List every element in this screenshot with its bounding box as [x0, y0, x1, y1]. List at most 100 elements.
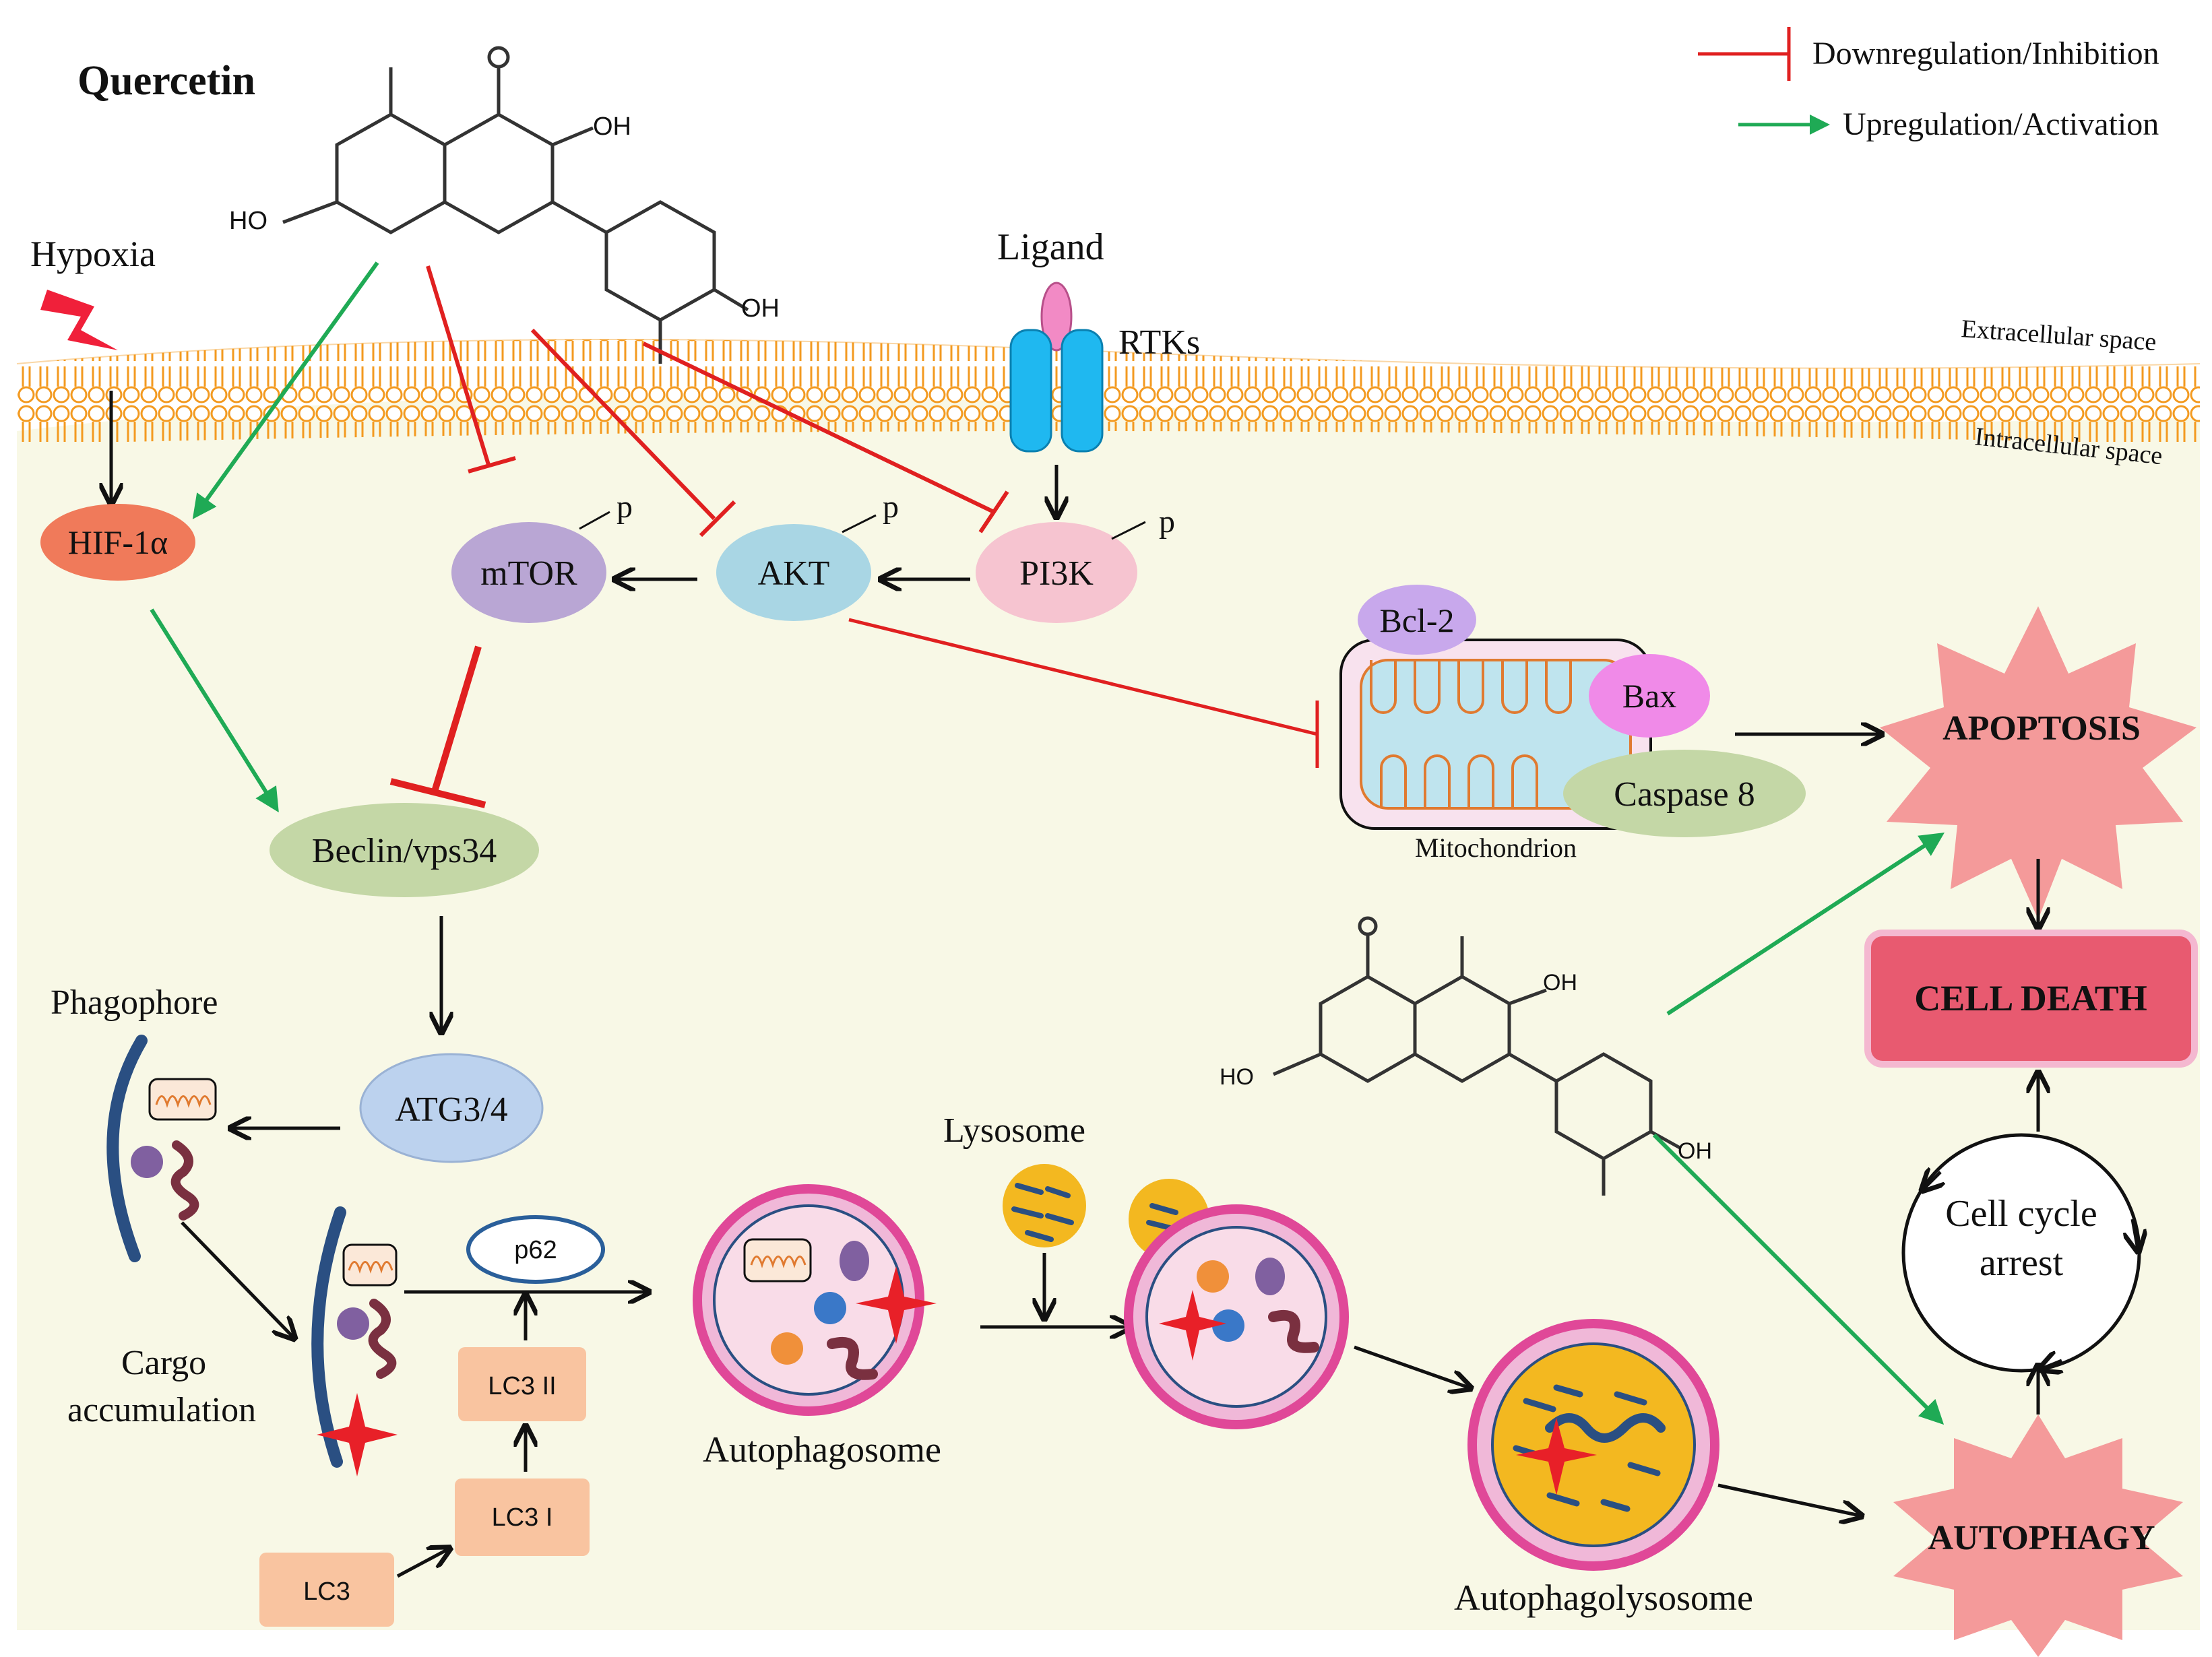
cell-cycle-label-2: arrest — [1980, 1242, 2064, 1284]
apoptosis-burst — [1880, 606, 2197, 919]
quercetin-structure-bottom — [1273, 916, 1682, 1196]
cell-death-label: CELL DEATH — [1914, 978, 2147, 1018]
lysosome-label: Lysosome — [943, 1111, 1085, 1150]
cargo-label-1: Cargo — [121, 1344, 206, 1382]
p62-label: p62 — [514, 1236, 557, 1264]
beclin-node — [270, 803, 539, 897]
autophagy-burst — [1893, 1415, 2183, 1657]
autophagolysosome-label: Autophagolysosome — [1454, 1578, 1753, 1618]
akt-node — [716, 524, 871, 621]
activation-quercetin-autophagy — [1652, 1133, 1945, 1425]
quercetin2-ho-label: HO — [1220, 1064, 1254, 1090]
fusion-star-icon — [1159, 1290, 1226, 1361]
inhibition-quercetin-pi3k — [642, 342, 995, 514]
autophagosome-label: Autophagosome — [703, 1429, 941, 1470]
quercetin-structure-top — [282, 46, 749, 364]
autophagosome-er-icon — [827, 1336, 878, 1380]
caspase-label: Caspase 8 — [1614, 775, 1755, 814]
cargo-label-2: accumulation — [67, 1391, 256, 1429]
phagophore-mito-icon — [148, 1078, 217, 1121]
lc3-label: LC3 — [303, 1578, 350, 1606]
inhibition-mtor-beclin — [431, 645, 482, 793]
arrow-lc3-lc3i — [396, 1549, 448, 1578]
phagophore-er-icon — [170, 1140, 199, 1221]
bax-label: Bax — [1622, 677, 1677, 715]
arrow-autophagolysosome-autophagy — [1717, 1483, 1860, 1516]
mitochondrion-cristae-top — [1370, 660, 1572, 714]
quercetin2-oh-label-4: OH — [1678, 1138, 1712, 1164]
activation-quercetin-apoptosis — [1666, 833, 1945, 1016]
quercetin2-oh-label-3: OH — [1543, 970, 1577, 996]
inhibition-bar-mtor — [468, 456, 516, 474]
lc3ii-box — [458, 1347, 586, 1421]
quercetin-oh-label-4: OH — [741, 294, 780, 323]
cargo-mito-cristae — [348, 1261, 393, 1274]
autophagolysosome-cargo — [1545, 1413, 1666, 1443]
mtor-node — [451, 522, 606, 623]
pi3k-node — [976, 522, 1137, 623]
inhibition-akt-mito — [848, 618, 1318, 736]
lc3i-box — [455, 1479, 590, 1556]
autophagosome-star-icon — [856, 1266, 937, 1344]
fusion-vesicle-orange — [1197, 1260, 1229, 1293]
cargo-star-icon — [317, 1393, 398, 1476]
lc3ii-label: LC3 II — [488, 1372, 556, 1400]
activation-hif-beclin — [150, 608, 279, 813]
mitochondrion-label: Mitochondrion — [1415, 833, 1577, 863]
inhibition-bar-akt — [699, 500, 736, 538]
hypoxia-label: Hypoxia — [30, 234, 156, 274]
autophagolysosome-star-icon — [1516, 1418, 1597, 1495]
rtk-receptor-right — [1061, 329, 1104, 453]
p62-node — [466, 1215, 605, 1284]
akt-phospho-label: p — [883, 489, 899, 525]
bcl2-label: Bcl-2 — [1379, 602, 1454, 639]
fusion-vesicle-blue — [1212, 1309, 1244, 1342]
cell-cycle-arrow-right — [2132, 1219, 2138, 1249]
hif-node — [40, 504, 195, 581]
bax-node — [1589, 654, 1710, 738]
phagophore-label: Phagophore — [51, 983, 218, 1022]
lc3-box — [259, 1553, 394, 1627]
mitochondrion-cristae-bottom — [1380, 754, 1538, 808]
autophagy-label: AUTOPHAGY — [1928, 1519, 2155, 1557]
akt-phospho-line — [842, 514, 877, 533]
cytoplasm-background — [17, 431, 2200, 1630]
caspase-node — [1563, 750, 1806, 837]
activation-quercetin-hif — [192, 261, 379, 519]
autophagolysosome-inner — [1491, 1342, 1696, 1547]
legend: Downregulation/Inhibition Upregulation/A… — [1698, 27, 2159, 142]
phagophore-mito-cristae — [155, 1095, 212, 1108]
lightning-bolt-icon — [40, 290, 118, 350]
autophagosome-mito-icon — [743, 1238, 812, 1282]
inhibition-bar-beclin — [389, 778, 486, 808]
lc3i-label: LC3 I — [492, 1503, 553, 1532]
mtor-phospho-line — [579, 511, 610, 530]
autophagosome-vesicle-blue — [814, 1292, 846, 1324]
arrow-phagophore-cargo — [181, 1221, 293, 1337]
mtor-phospho-label: p — [617, 489, 633, 525]
inhibition-bar-pi3k — [978, 490, 1009, 533]
cell-cycle-arrow-top — [1924, 1172, 1940, 1189]
autophagosome-mito-cristae — [750, 1256, 807, 1268]
pi3k-phospho-label: p — [1159, 504, 1175, 540]
inhibition-quercetin-mtor — [426, 265, 491, 465]
pi3k-phospho-line — [1111, 521, 1146, 540]
atg-label: ATG3/4 — [395, 1091, 508, 1129]
arrow-fusion-autophagolysosome — [1354, 1345, 1469, 1388]
lysosome-enzymes — [1011, 1183, 1074, 1242]
atg-node — [359, 1053, 544, 1163]
phagophore-vesicle-icon — [131, 1146, 163, 1178]
bcl2-node — [1358, 585, 1476, 655]
fusion-vesicle-purple — [1255, 1258, 1285, 1295]
page-title: Quercetin — [77, 58, 255, 104]
ligand-label: Ligand — [997, 226, 1104, 268]
cargo-er-icon — [368, 1299, 397, 1379]
cargo-vesicle-icon — [337, 1307, 369, 1340]
cell-death-box — [1864, 930, 2198, 1068]
legend-inhibit-label: Downregulation/Inhibition — [1812, 36, 2159, 71]
pi3k-label: PI3K — [1019, 554, 1094, 593]
autophagosome-vesicle-purple — [840, 1241, 869, 1281]
cell-membrane — [17, 339, 2200, 445]
autophagosome-vesicle-orange — [771, 1332, 803, 1365]
